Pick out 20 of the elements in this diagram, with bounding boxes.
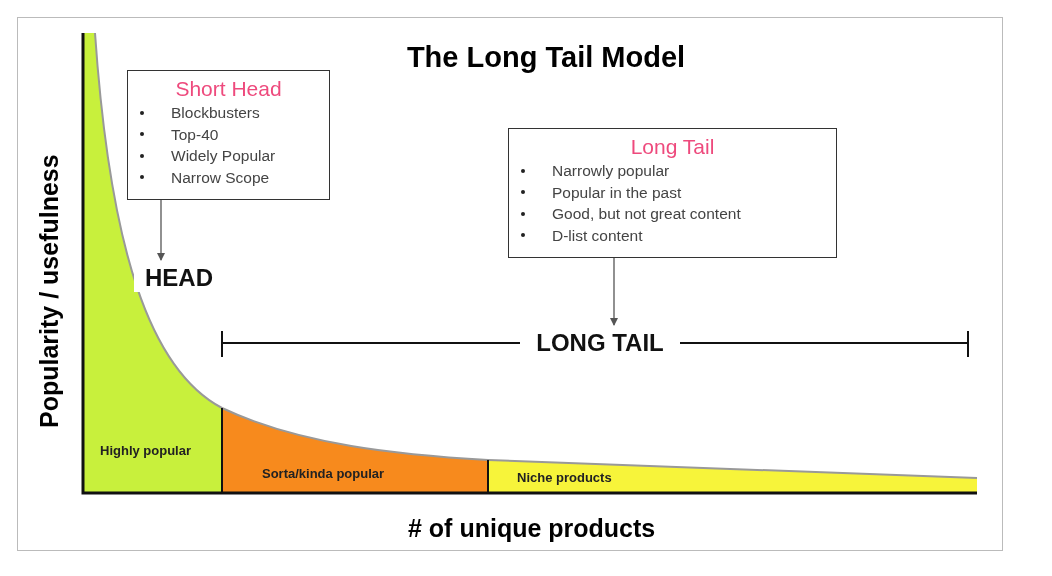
- arrow: [610, 257, 618, 326]
- region-label: Highly popular: [100, 443, 192, 460]
- region-label: Niche products: [517, 469, 613, 487]
- bullet-text: Good, but not great content: [552, 204, 741, 224]
- bullet-text: Narrowly popular: [552, 161, 670, 181]
- diagram-title: The Long Tail Model: [405, 40, 687, 75]
- bullet-text: Widely Popular: [171, 146, 276, 166]
- region-label: Sorta/kinda popular: [262, 465, 386, 483]
- callout-box: [127, 70, 330, 200]
- axis-title: Popularity / usefulness: [34, 154, 64, 428]
- bullet-text: Top-40: [171, 124, 219, 145]
- bullet-text: Blockbusters: [171, 103, 260, 123]
- callout-heading: Long Tail: [629, 134, 716, 160]
- callout-box: [508, 128, 837, 258]
- axis-title: # of unique products: [408, 513, 657, 544]
- bullet-text: Popular in the past: [552, 182, 682, 203]
- bullet-text: Narrow Scope: [171, 167, 270, 188]
- callout-heading: Short Head: [174, 76, 283, 102]
- arrow: [157, 199, 165, 261]
- bullet-text: D-list content: [552, 225, 643, 246]
